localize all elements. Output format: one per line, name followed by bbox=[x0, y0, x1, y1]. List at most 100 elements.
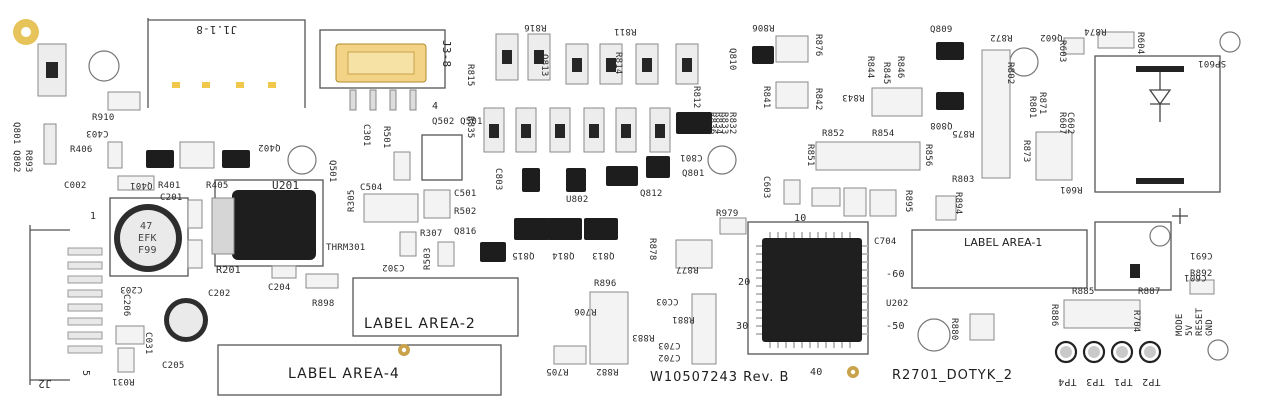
designator: R910 bbox=[92, 113, 115, 123]
designator: Q501 bbox=[327, 160, 337, 183]
mounting-hole bbox=[88, 50, 120, 82]
designator: R896 bbox=[594, 279, 617, 289]
designator: C691 bbox=[1190, 250, 1213, 260]
designator: R814 bbox=[613, 52, 623, 75]
smd-pad-pair bbox=[117, 175, 155, 191]
c201-outline bbox=[109, 197, 189, 277]
smd-pad-pair bbox=[271, 265, 297, 279]
transistor-q812 bbox=[606, 166, 638, 186]
transistor-q814 bbox=[548, 218, 582, 240]
designator: R893 bbox=[23, 150, 33, 173]
resistor-body bbox=[642, 58, 652, 72]
test-point-label-tp1: TP1 bbox=[1114, 376, 1133, 387]
part-number: W10507243 Rev. B bbox=[650, 370, 790, 385]
designator: C702 bbox=[658, 352, 681, 362]
designator: R406 bbox=[70, 145, 93, 155]
resistor-body bbox=[489, 124, 499, 138]
designator: R856 bbox=[923, 144, 933, 167]
connector-j1-outline bbox=[147, 18, 306, 108]
designator: Q402 bbox=[258, 142, 281, 152]
label-area-2-box bbox=[352, 277, 519, 337]
resistor-body bbox=[502, 50, 512, 64]
designator: Q401 bbox=[130, 180, 153, 190]
mounting-hole bbox=[1219, 31, 1241, 53]
resistor-body bbox=[521, 124, 531, 138]
transistor-q810 bbox=[752, 46, 774, 64]
designator: C602 bbox=[1065, 112, 1075, 135]
smd-pad-pair bbox=[187, 199, 203, 229]
label-area-2: LABEL AREA-2 bbox=[364, 316, 476, 332]
designator: Q813 bbox=[592, 250, 615, 260]
smd-pad-pair bbox=[107, 141, 123, 169]
brass-via-inner bbox=[401, 347, 407, 353]
designator: R835 bbox=[465, 116, 475, 139]
smd-pad-pair bbox=[1097, 31, 1135, 49]
transistor-q808 bbox=[936, 92, 964, 110]
designator: R846 bbox=[895, 56, 905, 79]
smd-pad-pair bbox=[981, 49, 1011, 179]
connector-pad bbox=[67, 261, 103, 270]
label-area-4-box bbox=[217, 344, 502, 396]
diode-symbol bbox=[1148, 70, 1172, 122]
power-inductor-u201 bbox=[232, 190, 316, 260]
smd-pad-pair bbox=[1189, 279, 1215, 295]
designator: Q502 Q501 bbox=[432, 117, 483, 127]
connector-pin bbox=[349, 89, 357, 111]
designator: R604 bbox=[1135, 32, 1145, 55]
designator: R895 bbox=[903, 190, 913, 213]
designator: R834 bbox=[713, 112, 723, 135]
designator: R845 bbox=[881, 62, 891, 85]
connector-pin-4: 4 bbox=[432, 101, 439, 112]
smd-pad-pair bbox=[935, 195, 957, 221]
designator: R405 bbox=[206, 181, 229, 191]
designator: R601 bbox=[1060, 184, 1083, 194]
mounting-hole bbox=[287, 145, 317, 175]
revision-code: R2701_DOTYK_2 bbox=[892, 368, 1014, 383]
designator: C704 bbox=[874, 237, 897, 247]
brass-mounting-hole-inner bbox=[21, 27, 31, 37]
mounting-hole bbox=[707, 145, 737, 175]
capacitor-marking: F99 bbox=[138, 245, 157, 256]
label-area-1: LABEL AREA-1 bbox=[964, 236, 1043, 249]
designator: C403 bbox=[86, 128, 109, 138]
polarity-plus bbox=[1172, 208, 1188, 224]
brass-via-inner bbox=[850, 369, 856, 375]
diode-band bbox=[1136, 66, 1184, 72]
designator: R883 bbox=[632, 332, 655, 342]
designator: C803 bbox=[493, 168, 503, 191]
connector-j2-label: J2 bbox=[38, 377, 52, 390]
transistor-q813 bbox=[584, 218, 618, 240]
designator: R806 bbox=[752, 22, 775, 32]
label-area-4: LABEL AREA-4 bbox=[288, 366, 400, 382]
designator: C031 bbox=[143, 332, 153, 355]
designator: R880 bbox=[949, 318, 959, 341]
designator: R502 bbox=[454, 207, 477, 217]
transistor-u802 bbox=[566, 168, 586, 192]
inductor-pad bbox=[211, 197, 235, 255]
designator: R894 bbox=[953, 192, 963, 215]
test-point-center bbox=[1144, 346, 1156, 358]
transistor-q401 bbox=[146, 150, 174, 168]
resistor-body bbox=[655, 124, 665, 138]
connector-pad bbox=[67, 345, 103, 354]
designator: R874 bbox=[1084, 26, 1107, 36]
designator: Q801 Q802 bbox=[11, 122, 21, 173]
test-point-label-5v: 5V bbox=[1185, 324, 1195, 336]
smd-pad-pair bbox=[1063, 37, 1085, 55]
connector-pin bbox=[236, 82, 244, 88]
connector-pin bbox=[268, 82, 276, 88]
designator: Q813 bbox=[539, 54, 549, 77]
designator: R815 bbox=[465, 64, 475, 87]
connector-j3-label: J3-8 bbox=[440, 40, 453, 68]
connector-pad bbox=[67, 331, 103, 340]
resistor-body bbox=[46, 62, 58, 78]
diode-band bbox=[1136, 178, 1184, 184]
smd-pad-pair bbox=[869, 189, 897, 217]
resistor-body bbox=[621, 124, 631, 138]
resistor-body bbox=[572, 58, 582, 72]
ic-pins-left bbox=[756, 245, 762, 335]
transistor-q809 bbox=[936, 42, 964, 60]
smd-pad-pair bbox=[117, 347, 135, 373]
smd-pad-pair bbox=[399, 231, 417, 257]
smd-pad-pair bbox=[675, 239, 713, 269]
